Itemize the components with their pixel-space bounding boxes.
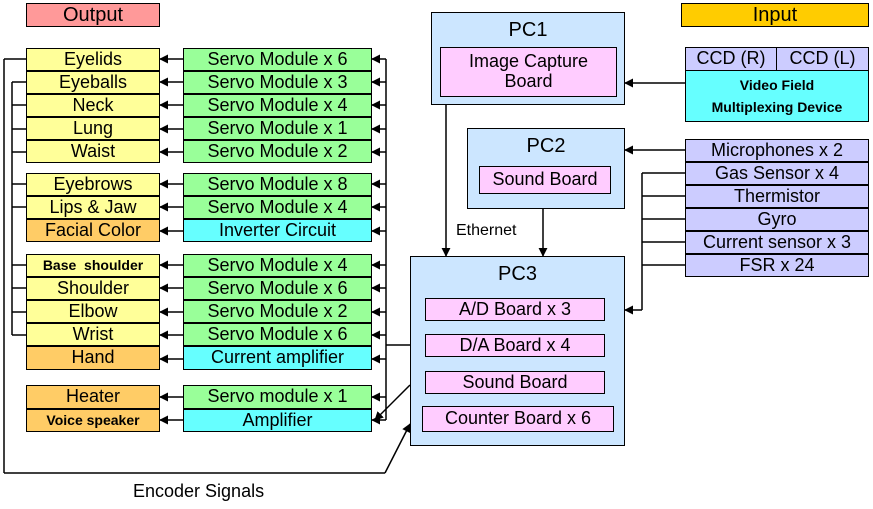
sensor-gyro: Gyro: [685, 208, 869, 231]
video-device-line1: Video Field: [739, 76, 815, 93]
servo-elbow: Servo Module x 2: [183, 300, 372, 323]
sensor-microphones: Microphones x 2: [685, 139, 869, 162]
pc2-sound-board: Sound Board: [479, 166, 611, 194]
servo-wrist: Servo Module x 6: [183, 323, 372, 346]
servo-shoulder: Servo Module x 6: [183, 277, 372, 300]
servo-eyebrows: Servo Module x 8: [183, 173, 372, 196]
ad-board: A/D Board x 3: [425, 298, 605, 321]
encoder-signals-label: Encoder Signals: [133, 481, 265, 501]
output-lung: Lung: [26, 117, 160, 140]
ccd-left: CCD (L): [776, 47, 869, 71]
servo-lips-jaw: Servo Module x 4: [183, 196, 372, 219]
output-wrist: Wrist: [26, 323, 160, 346]
sensor-current: Current sensor x 3: [685, 231, 869, 254]
amplifier: Amplifier: [183, 409, 372, 432]
ethernet-label: Ethernet: [456, 222, 517, 239]
output-hand: Hand: [26, 346, 160, 370]
pc1-title: PC1: [508, 19, 548, 41]
servo-heater: Servo module x 1: [183, 385, 372, 409]
counter-board: Counter Board x 6: [422, 406, 614, 432]
servo-waist: Servo Module x 2: [183, 140, 372, 163]
pc3-sound-board: Sound Board: [425, 371, 605, 394]
output-facial-color: Facial Color: [26, 219, 160, 242]
output-base-shoulder: Base shoulder: [26, 254, 160, 277]
output-heater: Heater: [26, 385, 160, 409]
ccd-right: CCD (R): [685, 47, 777, 71]
video-field-multiplexing-device: Video Field Multiplexing Device: [685, 70, 869, 122]
output-eyebrows: Eyebrows: [26, 173, 160, 196]
output-lips-jaw: Lips & Jaw: [26, 196, 160, 219]
output-voice-speaker: Voice speaker: [26, 409, 160, 432]
input-header: Input: [681, 3, 869, 27]
servo-neck: Servo Module x 4: [183, 94, 372, 117]
servo-lung: Servo Module x 1: [183, 117, 372, 140]
output-header: Output: [26, 3, 160, 27]
servo-eyelids: Servo Module x 6: [183, 48, 372, 71]
servo-eyeballs: Servo Module x 3: [183, 71, 372, 94]
inverter-circuit: Inverter Circuit: [183, 219, 372, 242]
da-board: D/A Board x 4: [425, 334, 605, 357]
video-device-line2: Multiplexing Device: [711, 99, 843, 115]
pc3-title: PC3: [498, 263, 537, 285]
current-amplifier: Current amplifier: [183, 346, 372, 370]
output-eyelids: Eyelids: [26, 48, 160, 71]
sensor-fsr: FSR x 24: [685, 254, 869, 277]
pc2-title: PC2: [526, 135, 566, 157]
output-waist: Waist: [26, 140, 160, 163]
output-eyeballs: Eyeballs: [26, 71, 160, 94]
output-elbow: Elbow: [26, 300, 160, 323]
image-capture-board-line2: Board: [504, 71, 553, 91]
output-shoulder: Shoulder: [26, 277, 160, 300]
image-capture-board: Image Capture Board: [440, 47, 617, 97]
output-neck: Neck: [26, 94, 160, 117]
servo-base-shoulder: Servo Module x 4: [183, 254, 372, 277]
image-capture-board-line1: Image Capture: [468, 51, 589, 72]
sensor-thermistor: Thermistor: [685, 185, 869, 208]
sensor-gas: Gas Sensor x 4: [685, 162, 869, 185]
